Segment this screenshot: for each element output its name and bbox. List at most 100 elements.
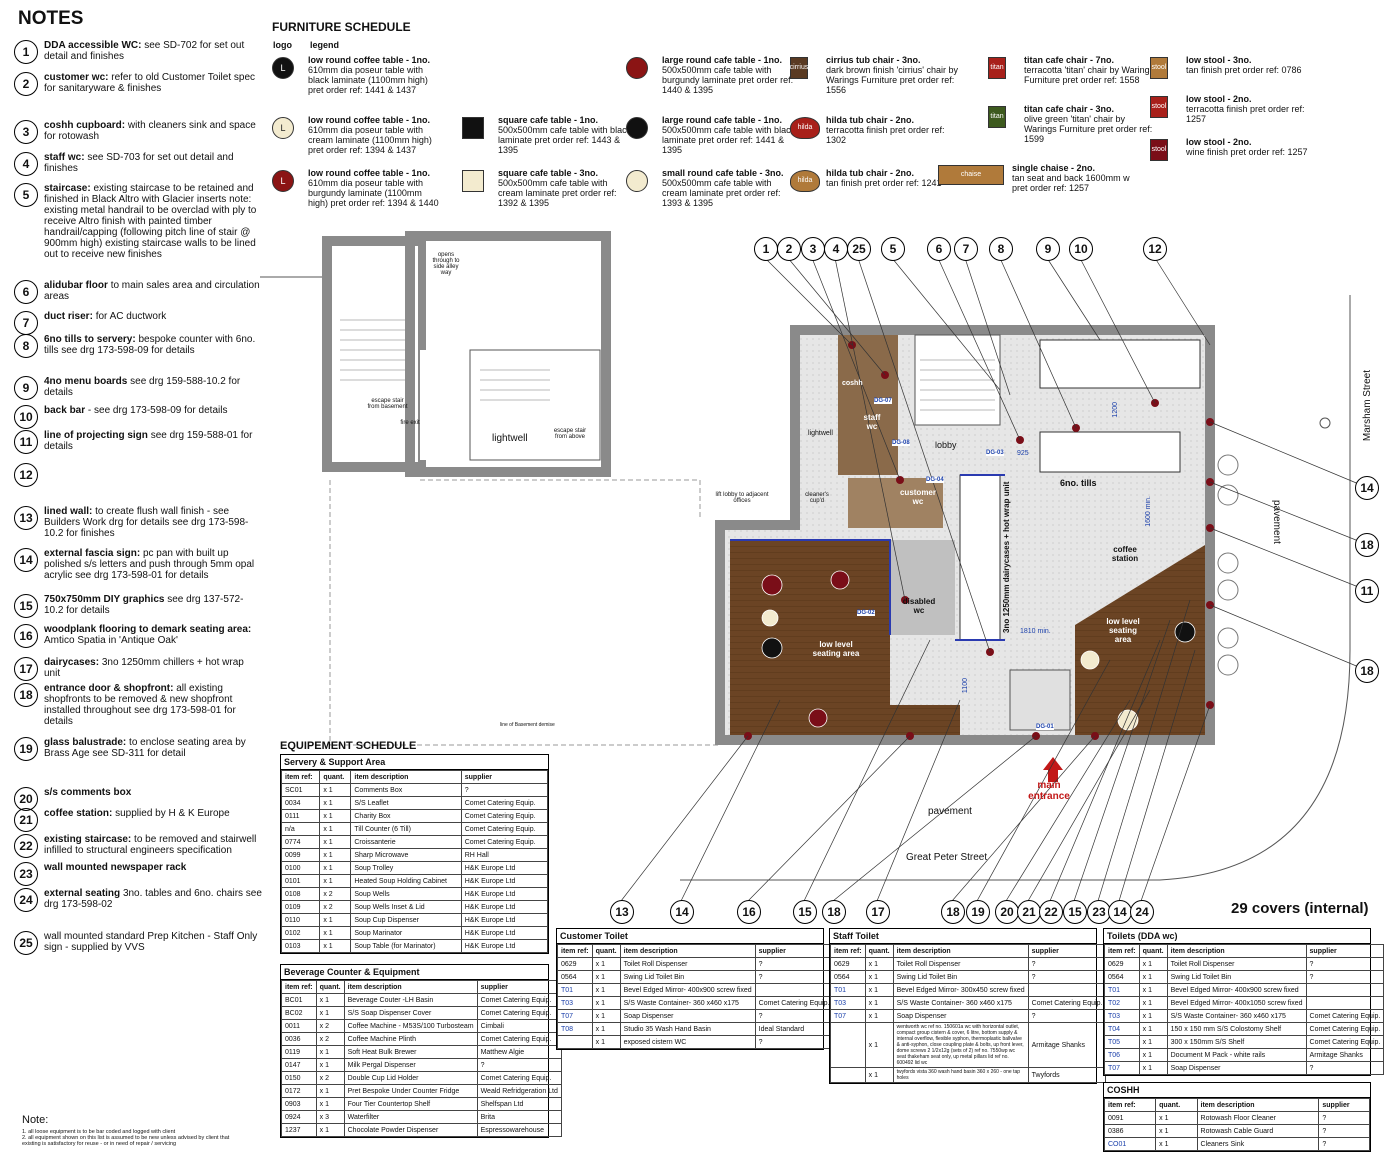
table-cell: x 1 [1138, 996, 1168, 1010]
note-heading: entrance door & shopfront: [44, 683, 174, 694]
table-cell: x 1 [315, 1045, 345, 1059]
table-cell: ? [1318, 1137, 1370, 1151]
table-cell: Twyfords [1027, 1067, 1107, 1083]
note-text: wall mounted newspaper rack [44, 862, 262, 873]
column-header: supplier [1027, 944, 1107, 958]
table-cell: Waterfilter [343, 1110, 478, 1124]
callout-marker: 11 [1355, 579, 1379, 603]
table-cell: x 2 [315, 1071, 345, 1085]
dda-toilets-title: Toilets (DDA wc) [1104, 929, 1370, 944]
table-cell: Comet Catering Equip. [1305, 1009, 1385, 1023]
table-cell: 0109 [280, 900, 321, 914]
table-cell: x 1 [591, 996, 621, 1010]
label-street-right: Marsham Street [1362, 370, 1373, 442]
note-text: alidubar floor to main sales area and ci… [44, 280, 262, 302]
table-cell: T05 [1104, 1035, 1140, 1049]
table-cell: ? [1027, 957, 1107, 971]
table-cell: 0924 [281, 1110, 317, 1124]
table-cell: Swing Lid Toilet Bin [619, 970, 756, 984]
table-cell: Weald Refridgeration Ltd [476, 1084, 562, 1098]
table-cell: 0564 [557, 970, 593, 984]
table-cell: T02 [1104, 996, 1140, 1010]
table-cell: Cimbali [476, 1019, 562, 1033]
furniture-text: low round coffee table - 1no.610mm dia p… [308, 115, 442, 155]
dim-1600: 1600 min. [1145, 496, 1152, 527]
furniture-symbol-icon: hilda [790, 170, 820, 192]
table-cell: Soap Dispenser [892, 1009, 1029, 1023]
note-number: 17 [14, 657, 38, 681]
note-text: staircase: existing staircase to be reta… [44, 183, 262, 260]
note-text: existing staircase: to be removed and st… [44, 834, 262, 856]
tag-dg07: DG-07 [874, 398, 892, 404]
furniture-name: low round coffee table - 1no. [308, 115, 431, 125]
table-cell: S/S Leaflet [350, 796, 462, 810]
dim-1200: 1200 [1112, 402, 1119, 418]
table-cell: S/S Waste Container- 360 x460 x175 [892, 996, 1029, 1010]
table-cell: 0091 [1103, 1111, 1157, 1125]
table-cell: x 1 [315, 993, 345, 1007]
table-cell: 0110 [280, 913, 321, 927]
note-body: for AC ductwork [95, 311, 167, 322]
furniture-name: low stool - 2no. [1186, 94, 1252, 104]
furniture-symbol-icon [626, 57, 648, 79]
note-heading: alidubar floor [44, 280, 108, 291]
table-cell: x 1 [1138, 970, 1168, 984]
servery-title: Servery & Support Area [281, 755, 548, 770]
table-cell: x 1 [319, 809, 352, 823]
note-number: 4 [14, 152, 38, 176]
note-heading: duct riser: [44, 311, 93, 322]
column-header: quant. [315, 980, 345, 994]
note-text: woodplank flooring to demark seating are… [44, 624, 262, 646]
furniture-symbol-icon: stool [1150, 139, 1168, 161]
table-cell: Pret Bespoke Under Counter Fridge [343, 1084, 478, 1098]
dim-925: 925 [1017, 450, 1029, 457]
column-header: supplier [460, 770, 549, 784]
table-cell: Comet Catering Equip. [460, 822, 549, 836]
table-cell: x 1 [864, 983, 894, 997]
table-cell: ? [1305, 970, 1385, 984]
table-cell: T03 [830, 996, 866, 1010]
table-cell: 0119 [281, 1045, 317, 1059]
note-body: to be removed and stairwell infilled to … [44, 834, 257, 856]
table-cell: T06 [1104, 1048, 1140, 1062]
table-cell: x 1 [319, 913, 352, 927]
table-cell: ? [476, 1058, 562, 1072]
note-body: see SD-702 for set out detail and finish… [44, 40, 245, 62]
table-cell: x 1 [591, 1035, 621, 1049]
table-cell: x 1 [319, 822, 352, 836]
table-cell: H&K Europe Ltd [460, 939, 549, 953]
table-cell: BC02 [281, 1006, 317, 1020]
note-heading: s/s comments box [44, 787, 132, 798]
table-cell: ? [460, 783, 549, 797]
table-cell: ? [1027, 1009, 1107, 1023]
furniture-desc: terracotta finish pret order ref: 1302 [826, 125, 945, 145]
tag-dg04: DG-04 [926, 477, 944, 483]
table-cell: Armitage Shanks [1305, 1048, 1385, 1062]
furniture-text: square cafe table - 3no.500x500mm cafe t… [498, 168, 632, 208]
note-text: line of projecting sign see drg 159-588-… [44, 430, 262, 452]
table-cell: x 1 [319, 874, 352, 888]
table-cell: x 1 [319, 939, 352, 953]
furniture-desc: 500x500mm cafe table with burgundy lamin… [662, 65, 794, 95]
dim-1100: 1100 [962, 678, 969, 694]
furniture-desc: 500x500mm cafe table with cream laminate… [498, 178, 617, 208]
